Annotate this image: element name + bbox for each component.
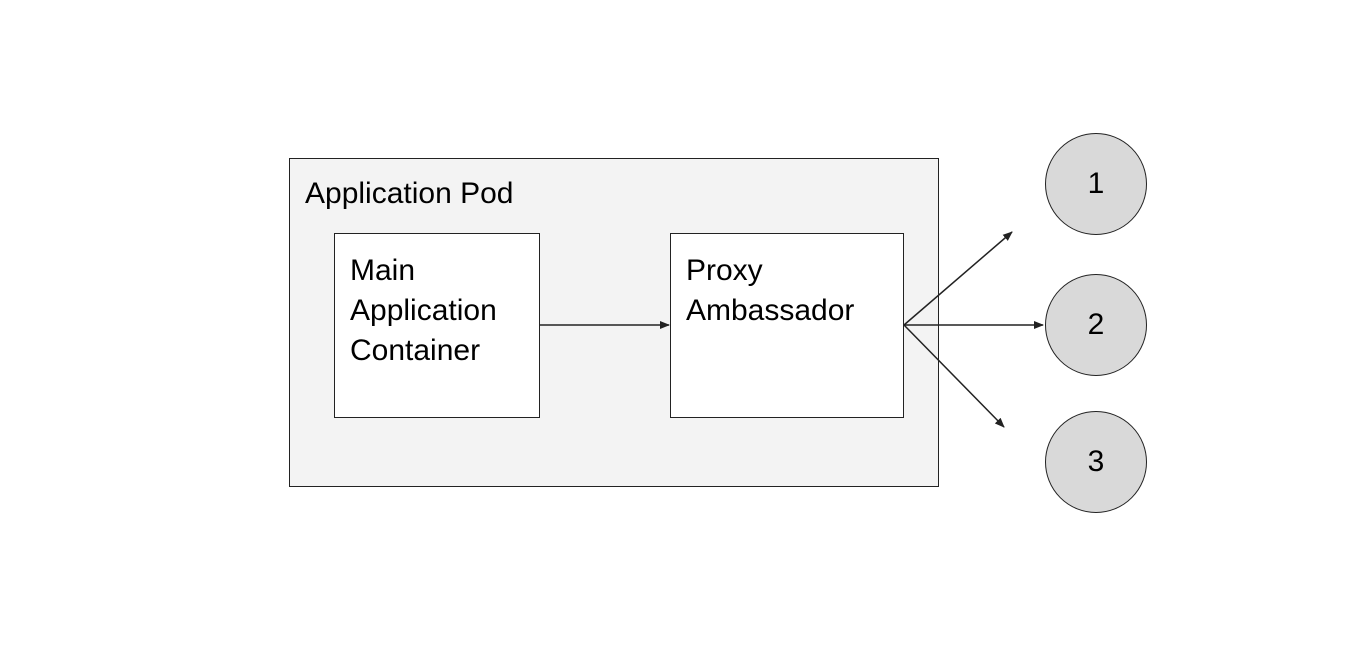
node-2: 2 [1045, 274, 1147, 376]
node-3: 3 [1045, 411, 1147, 513]
pod-title: Application Pod [305, 177, 514, 210]
main-container-label-line: Application [350, 294, 497, 327]
proxy-label: Proxy Ambassador [686, 251, 854, 331]
node-1: 1 [1045, 133, 1147, 235]
proxy-ambassador: Proxy Ambassador [670, 233, 904, 418]
proxy-label-line: Proxy [686, 254, 763, 287]
proxy-label-line: Ambassador [686, 294, 855, 327]
main-container-label-line: Main [350, 254, 416, 287]
main-container-label-line: Container [350, 334, 481, 367]
main-application-container: Main Application Container [334, 233, 540, 418]
main-container-label: Main Application Container [350, 251, 497, 371]
